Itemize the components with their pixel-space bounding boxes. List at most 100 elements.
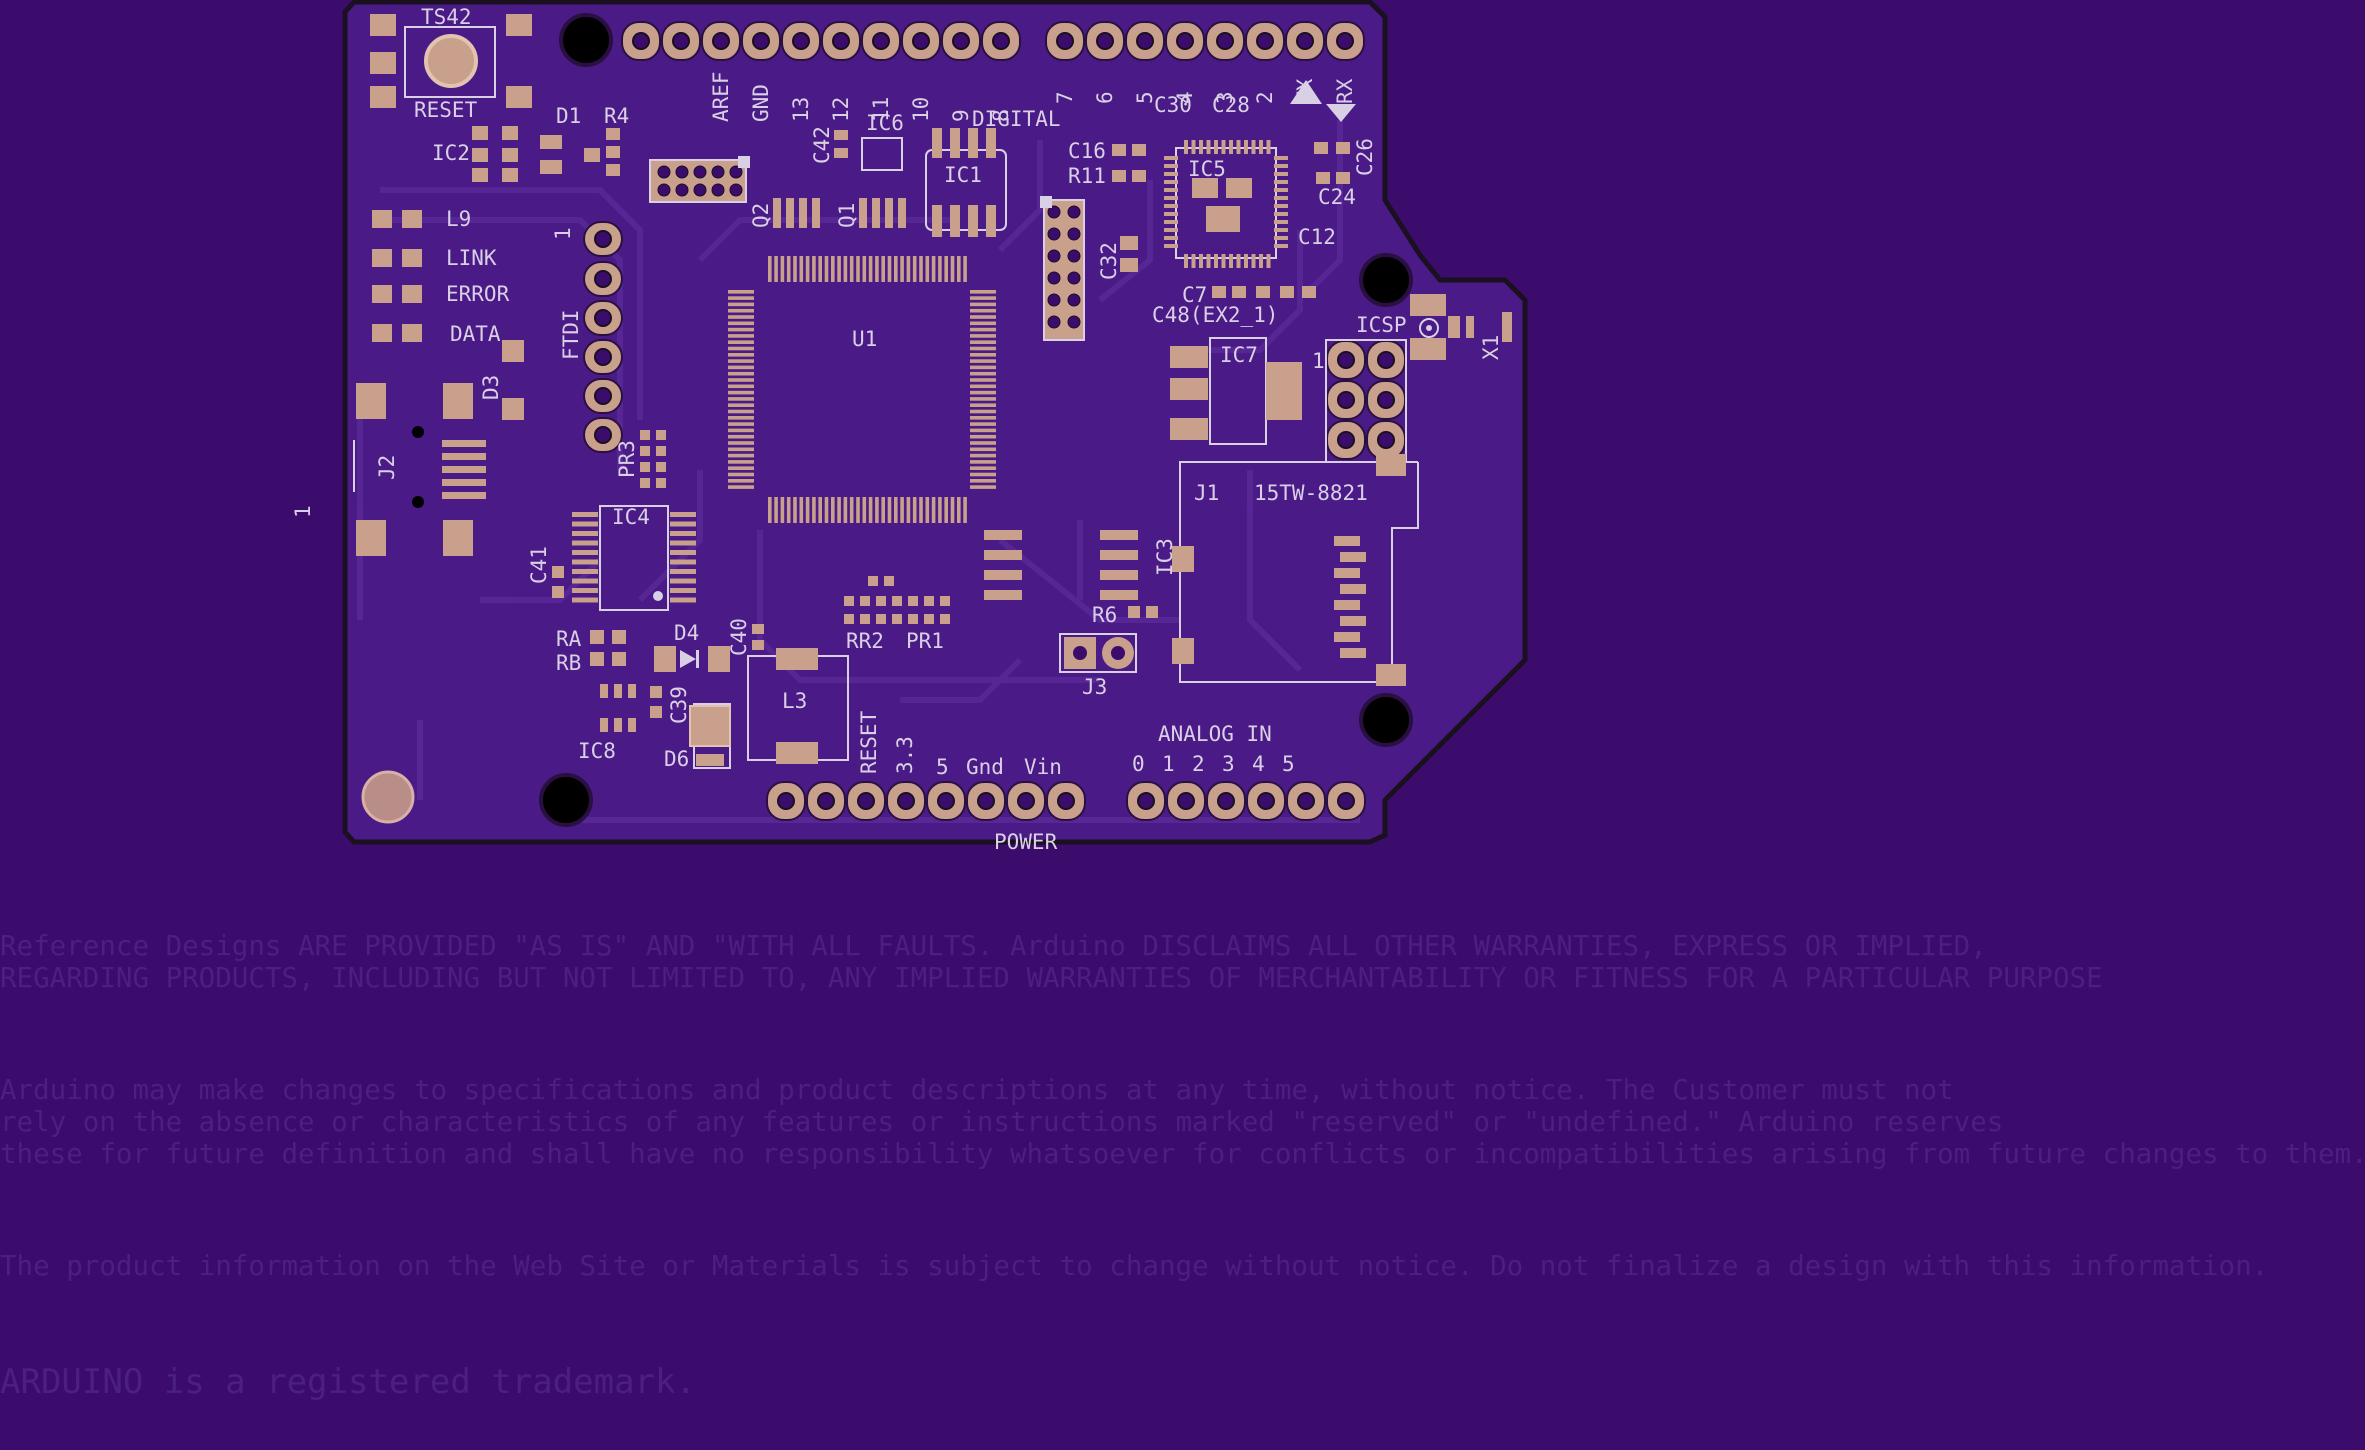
pr3-label: PR3 [615,440,639,478]
c28-label: C28 [1212,93,1250,117]
c32-label: C32 [1097,242,1121,280]
ic1 [925,128,1007,237]
disclaimer-line: these for future definition and shall ha… [0,1138,2365,1170]
analog-pin-label: 1 [1162,752,1175,776]
mounting-hole [1359,693,1413,747]
digital-pin-label: 3 [1213,91,1237,104]
icsp-pin1-label: 1 [1312,349,1325,373]
power-5v-label: 5 [936,755,949,779]
analog-pin-label: 0 [1132,752,1145,776]
digital-header-right [1045,21,1365,61]
transistor-pads [773,130,906,228]
disclaimer-line: Arduino may make changes to specificatio… [0,1074,1954,1106]
analog-pin-label: 5 [1282,752,1295,776]
analog-pin-label: 2 [1192,752,1205,776]
c41-label: C41 [527,546,551,584]
r6-label: R6 [1092,603,1117,627]
analog-header [1126,781,1366,821]
digital-pin-label: 8 [989,109,1013,122]
ic1-label: IC1 [944,163,982,187]
power-vin-label: Vin [1024,755,1062,779]
disclaimer-changes: Arduino may make changes to specificatio… [0,1074,2365,1170]
analog-title: ANALOG IN [1158,722,1272,746]
ic4 [572,505,696,611]
ic6-label: IC6 [866,111,904,135]
j3-label: J3 [1082,675,1107,699]
ic5 [1164,140,1288,268]
d4-label: D4 [674,621,699,645]
ic5-label: IC5 [1188,157,1226,181]
ic2-label: IC2 [432,141,470,165]
digital-pin-label: 4 [1173,91,1197,104]
j1-label: J1 [1194,481,1219,505]
c42-label: C42 [810,126,834,164]
led-label: LINK [446,246,497,270]
digital-label: DIGITAL [972,107,1061,131]
d6-component [689,703,731,769]
status-leds [372,210,422,342]
d6-label: D6 [664,747,689,771]
c7-label: C7 [1182,283,1207,307]
rb-label: RB [556,651,581,675]
j3-header [1059,633,1137,673]
r4-label: R4 [604,104,629,128]
u1-mcu [728,256,996,523]
ftdi-label: FTDI [559,309,583,360]
analog-pin-label: 3 [1222,752,1235,776]
d4-diode-icon [680,650,696,668]
x1-label: X1 [1479,335,1503,360]
pr1-label: PR1 [906,629,944,653]
ftdi-header [583,221,623,453]
resistor-arrays [844,576,950,624]
c12-label: C12 [1298,225,1336,249]
c16-label: C16 [1068,139,1106,163]
rr2-label: RR2 [846,629,884,653]
c26-label: C26 [1353,138,1377,176]
pin1-label: 1 [551,227,575,240]
icsp-header [1325,339,1407,463]
pcb-layout: TS42 RESET D1 R4 IC2 L9 LINK ERROR DATA [291,0,1528,854]
soic-pads [984,530,1158,618]
mounting-hole [1359,253,1413,307]
j1-sd-socket [1172,454,1419,686]
disclaimer-line: Reference Designs ARE PROVIDED "AS IS" A… [0,930,1987,962]
trademark-notice: ARDUINO is a registered trademark. [0,1362,2365,1402]
q1-label: Q1 [835,203,859,228]
j2-label: J2 [375,455,399,480]
power-gnd-label: Gnd [966,755,1004,779]
power-3v3-label: 3.3 [893,736,917,774]
disclaimer-line: The product information on the Web Site … [0,1250,2269,1282]
digital-pin-label: 2 [1253,91,1277,104]
digital-pin-label: 5 [1133,91,1157,104]
j2-connector [356,340,524,556]
spi-header [1040,196,1085,341]
disclaimer-warranty: Reference Designs ARE PROVIDED "AS IS" A… [0,930,2365,994]
l3-label: L3 [782,689,807,713]
digital-pin-label: RX [1333,78,1357,104]
legal-disclaimer: Reference Designs ARE PROVIDED "AS IS" A… [0,866,2365,1450]
digital-pin-label: 9 [949,109,973,122]
u1-label: U1 [852,327,877,351]
disclaimer-line: rely on the absence or characteristics o… [0,1106,2004,1138]
l3-inductor [747,648,849,764]
c30-label: C30 [1154,93,1192,117]
power-header [766,781,1086,821]
disclaimer-info: The product information on the Web Site … [0,1250,2365,1282]
ic7-label: IC7 [1220,343,1258,367]
disclaimer-line: REGARDING PRODUCTS, INCLUDING BUT NOT LI… [0,962,2103,994]
reset-label: RESET [414,98,478,122]
digital-pin-label: 7 [1053,91,1077,104]
part-number-label: 15TW-8821 [1254,481,1368,505]
r11-label: R11 [1068,164,1106,188]
digital-header-left [621,21,1021,61]
led-label: DATA [450,322,501,346]
digital-pin-label: 10 [909,97,933,122]
ic7 [1170,337,1302,445]
q2-label: Q2 [749,203,773,228]
ic4-label: IC4 [612,505,650,529]
digital-pin-label: 6 [1093,91,1117,104]
ra-label: RA [556,627,582,651]
digital-pin-label: GND [749,84,773,122]
smd-pads [472,126,620,182]
reset-side-label: RESET [857,710,881,774]
